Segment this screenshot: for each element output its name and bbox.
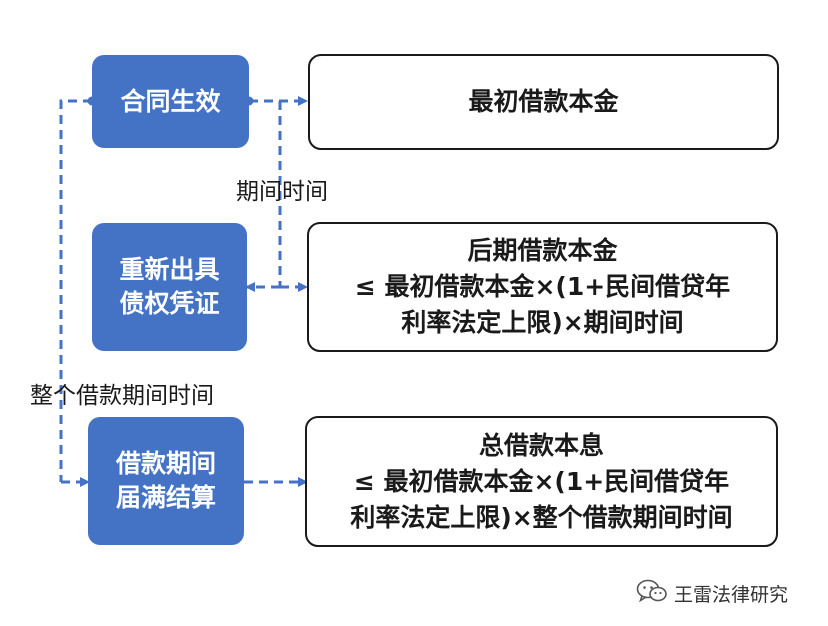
wechat-icon <box>636 578 668 609</box>
box-initial-principal: 最初借款本金 <box>308 54 779 150</box>
step-reissue-voucher-line-1: 重新出具 <box>119 255 220 284</box>
label-period-time: 期间时间 <box>236 179 328 205</box>
watermark: 王雷法律研究 <box>636 578 788 609</box>
initial-principal-text: 最初借款本金 <box>468 87 619 116</box>
step-reissue-voucher: 重新出具 债权凭证 <box>92 223 247 351</box>
watermark-text: 王雷法律研究 <box>674 584 789 606</box>
later-principal-line-3: 利率法定上限)×期间时间 <box>401 308 684 337</box>
total-line-1: 总借款本息 <box>478 430 604 460</box>
total-line-2: ≤ 最初借款本金×(1+民间借贷年 <box>353 466 730 496</box>
box-later-principal: 后期借款本金 ≤ 最初借款本金×(1+民间借贷年 利率法定上限)×期间时间 <box>307 222 778 352</box>
later-principal-line-1: 后期借款本金 <box>467 236 618 265</box>
step-contract-effective-label: 合同生效 <box>120 86 221 116</box>
step-settlement-line-2: 届满结算 <box>115 483 216 512</box>
step-settlement-line-1: 借款期间 <box>115 449 216 478</box>
step-contract-effective: 合同生效 <box>92 55 249 148</box>
box-total-principal-interest: 总借款本息 ≤ 最初借款本金×(1+民间借贷年 利率法定上限)×整个借款期间时间 <box>305 416 778 547</box>
total-line-3: 利率法定上限)×整个借款期间时间 <box>350 502 733 532</box>
step-reissue-voucher-line-2: 债权凭证 <box>119 289 220 318</box>
label-whole-loan-period: 整个借款期间时间 <box>30 383 214 409</box>
step-loan-term-settlement: 借款期间 届满结算 <box>88 417 244 545</box>
later-principal-line-2: ≤ 最初借款本金×(1+民间借贷年 <box>354 272 731 301</box>
whole-period-line <box>59 99 92 482</box>
